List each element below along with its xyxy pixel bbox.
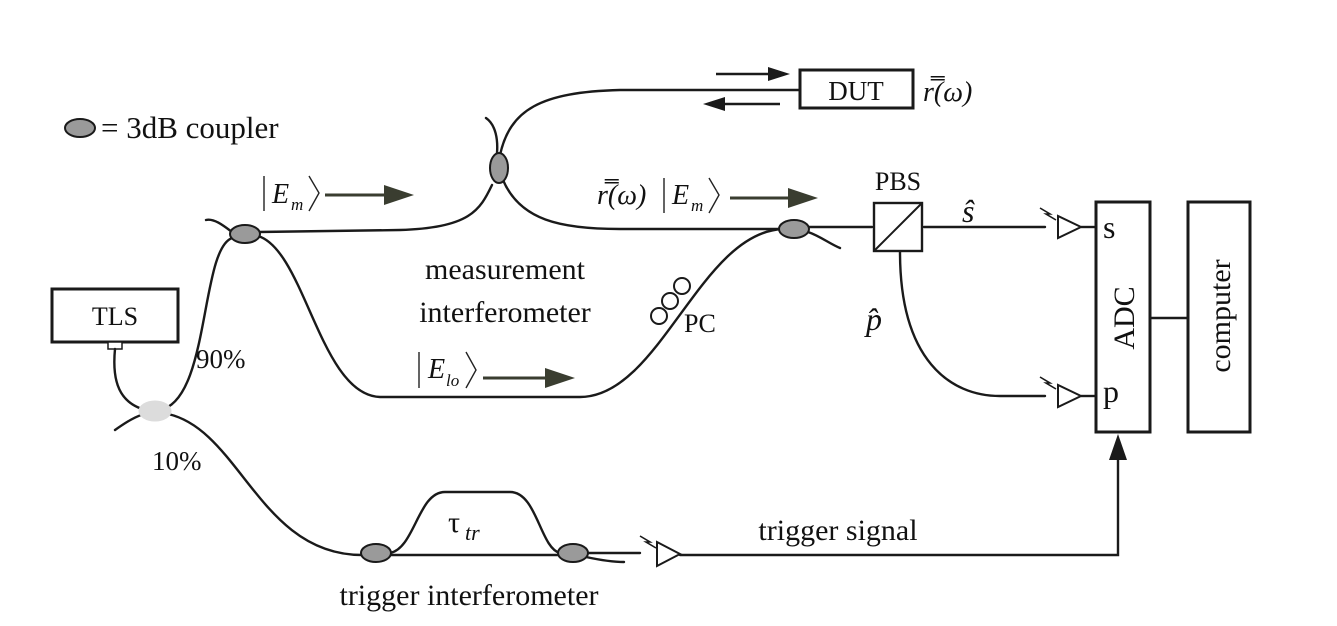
ket-elo-symbol: E: [427, 354, 445, 385]
adc-label: ADC: [1108, 286, 1141, 349]
trigger-signal-label: trigger signal: [758, 514, 917, 547]
pc-label: PC: [684, 309, 716, 338]
split-10-label: 10%: [152, 446, 202, 476]
adc-p-label: p: [1103, 373, 1119, 409]
tls-label: TLS: [92, 302, 138, 331]
fiber-em-arm: [256, 183, 494, 234]
dut-box: [798, 68, 915, 110]
pbs-label: PBS: [875, 167, 921, 196]
dut-label: DUT: [828, 76, 884, 106]
tau-subscript: tr: [465, 520, 480, 545]
computer-box: [1186, 200, 1252, 434]
em-direction-arrow: [325, 185, 414, 205]
polarization-controller: [650, 277, 691, 325]
ket-elo-label: E lo: [418, 351, 477, 390]
r-em-direction-arrow: [730, 188, 818, 208]
pbs-cube: [872, 201, 924, 253]
measurement-coupler: [229, 224, 261, 244]
detector-p: [1039, 376, 1096, 409]
adc-box: [1094, 200, 1152, 434]
measurement-label-line2: interferometer: [419, 296, 591, 329]
p-hat-label: p̂: [864, 301, 882, 337]
dut-out-arrow: [703, 97, 780, 111]
fiber-10-branch: [166, 412, 364, 557]
dut-reflection-label: r̿(ω): [923, 76, 972, 108]
fiber-90-branch: [158, 236, 234, 412]
adc-s-label: s: [1103, 209, 1115, 245]
fiber-to-dut: [498, 88, 802, 157]
fiber-recomb-stub: [806, 230, 842, 250]
ket-em-subscript: m: [291, 195, 303, 214]
trigger-signal-line: [678, 453, 1120, 557]
trigger-coupler-1: [360, 543, 392, 563]
detector-trigger: [639, 535, 683, 568]
dut-coupler: [489, 152, 509, 184]
fiber-r-em-arm: [501, 178, 782, 231]
splitter-coupler: [138, 400, 172, 422]
tau-tr-label: τ tr: [448, 506, 480, 545]
r-omega-label: r̿(ω): [597, 179, 646, 211]
trigger-interferometer-label: trigger interferometer: [339, 579, 598, 612]
s-hat-label: ŝ: [962, 193, 975, 229]
ket-em-symbol: E: [271, 179, 289, 210]
elo-direction-arrow: [483, 368, 575, 388]
tls-box: TLS: [50, 287, 180, 350]
ket-em2-symbol: E: [671, 180, 689, 211]
split-90-label: 90%: [196, 344, 246, 374]
ket-r-em-label: E m: [663, 177, 720, 215]
legend-coupler-icon: [64, 118, 96, 138]
recombination-coupler: [778, 219, 810, 239]
fiber-trigger-stub: [584, 555, 626, 564]
fiber-elo-arm: [256, 227, 785, 399]
ket-em2-subscript: m: [691, 196, 703, 215]
trigger-arrowhead: [1109, 434, 1127, 460]
ket-em-label: E m: [263, 175, 320, 214]
measurement-label-line1: measurement: [425, 253, 586, 286]
computer-label: computer: [1204, 259, 1237, 372]
fiber-dut-coupler-stub: [484, 116, 499, 155]
fiber-trigger-top: [388, 490, 562, 555]
trigger-coupler-2: [557, 543, 589, 563]
fiber-p-output: [898, 250, 1047, 398]
legend-text: = 3dB coupler: [101, 110, 279, 145]
fiber-mcoupler-stub: [204, 218, 234, 234]
tau-symbol: τ: [448, 506, 460, 539]
fiber-tls-to-splitter: [113, 347, 152, 413]
dut-in-arrow: [716, 67, 790, 81]
ket-elo-subscript: lo: [446, 371, 459, 390]
detector-s: [1039, 207, 1096, 240]
